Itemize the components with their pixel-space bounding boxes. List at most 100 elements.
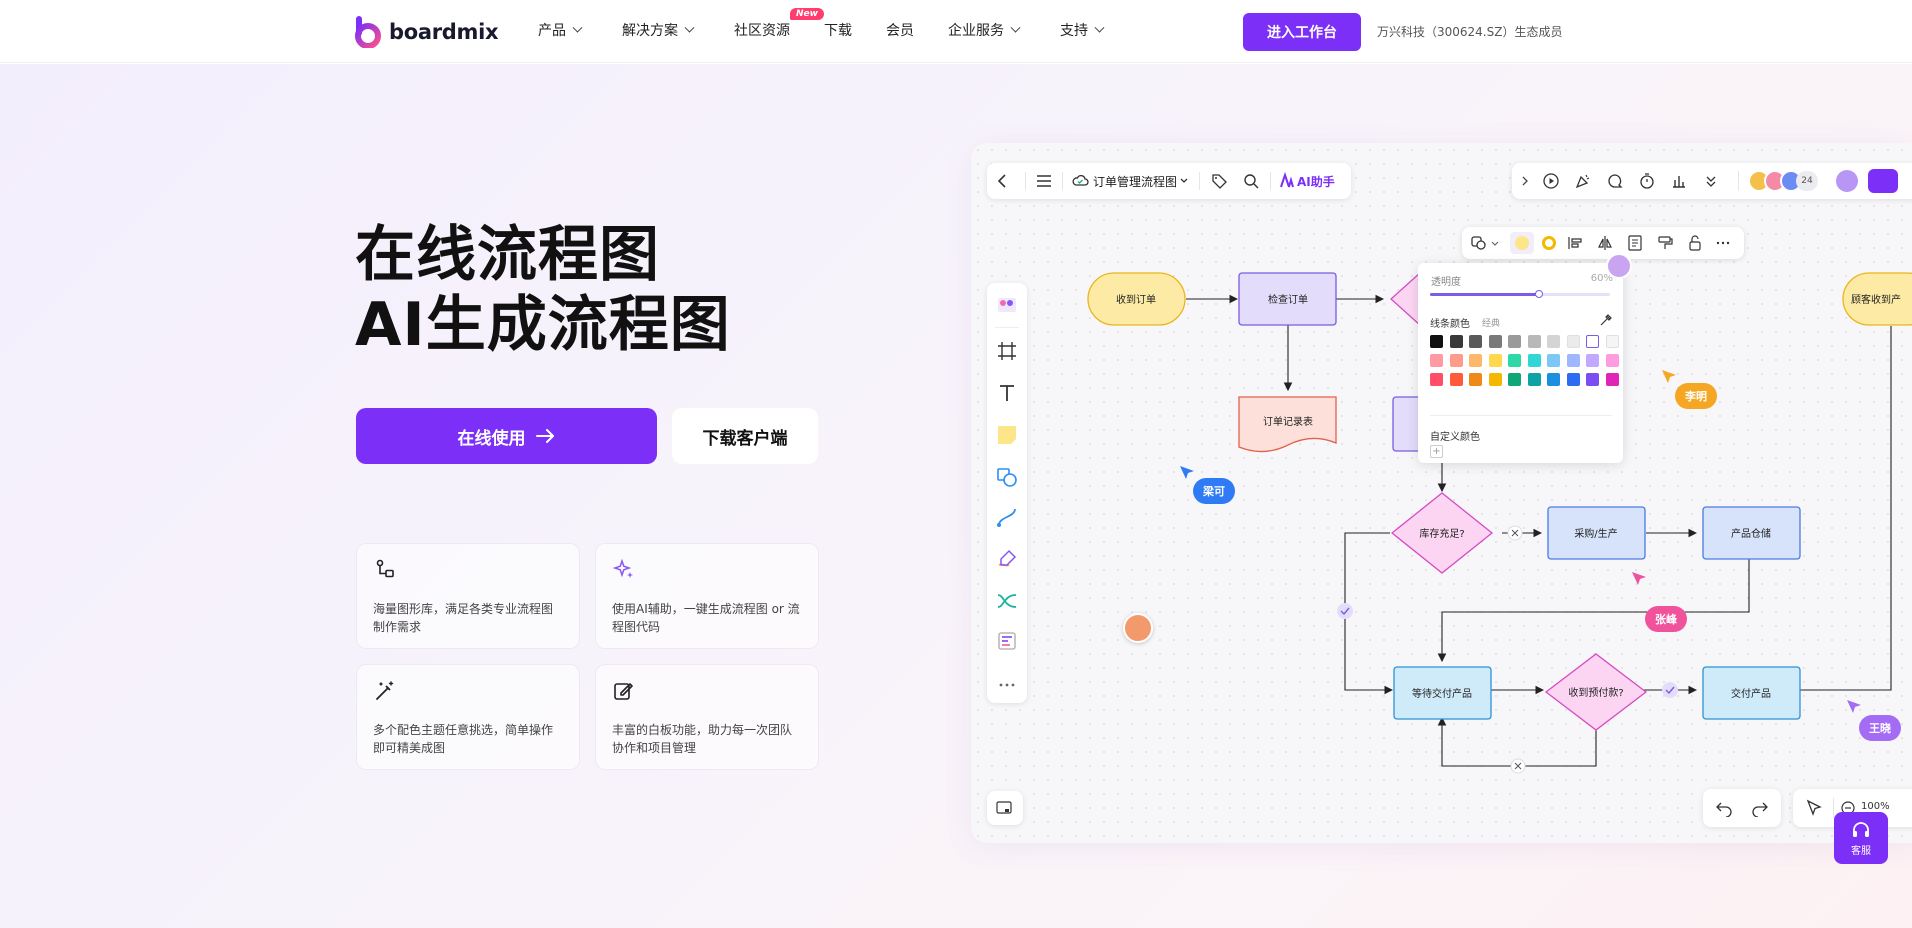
member-count-badge[interactable]: 24 [1796,171,1818,191]
opacity-slider-handle[interactable] [1535,290,1543,298]
avatar[interactable] [1123,613,1153,643]
text-icon[interactable] [995,381,1019,405]
color-swatch[interactable] [1586,354,1599,367]
color-swatch[interactable] [1508,335,1521,348]
color-swatch[interactable] [1508,373,1521,386]
flow-node-process[interactable] [1702,506,1801,560]
color-swatch[interactable] [1527,373,1541,386]
chevron-right-icon[interactable] [1518,163,1532,199]
select-cursor-icon[interactable] [1805,799,1823,817]
flow-node-decision[interactable] [1390,492,1494,574]
use-online-button[interactable]: 在线使用 [356,408,657,464]
search-icon[interactable] [1240,163,1262,199]
fill-color-button[interactable] [1510,232,1534,254]
shapes-icon[interactable] [995,465,1019,489]
enter-workspace-button[interactable]: 进入工作台 [1243,13,1361,51]
color-swatch[interactable] [1547,335,1560,348]
eyedropper-icon[interactable] [1599,313,1613,327]
play-icon[interactable] [1542,172,1560,190]
shape-switch-icon[interactable] [1470,234,1488,252]
logo[interactable]: boardmix [355,16,499,48]
color-swatch[interactable] [1430,335,1443,348]
download-client-button[interactable]: 下载客户端 [672,408,818,464]
more-tools-icon[interactable] [995,673,1019,697]
align-icon[interactable] [1566,234,1584,252]
minimap-button[interactable] [987,791,1023,825]
color-swatch[interactable] [1430,373,1443,386]
connector-icon[interactable] [995,505,1019,529]
table-icon[interactable] [995,629,1019,653]
document-title[interactable]: 订单管理流程图 [1093,174,1178,189]
comment-icon[interactable] [1606,172,1624,190]
chevron-down-icon[interactable] [1490,234,1500,252]
color-swatch[interactable] [1469,335,1482,348]
color-swatch[interactable] [1449,373,1463,386]
border-color-button[interactable] [1542,236,1556,250]
chevron-double-down-icon[interactable] [1702,172,1720,190]
color-swatch[interactable] [1605,335,1619,348]
avatar[interactable] [1606,253,1632,279]
format-painter-icon[interactable] [1656,234,1674,252]
lock-icon[interactable] [1686,234,1704,252]
flow-node-terminal[interactable] [1842,272,1912,326]
color-swatch[interactable] [1449,335,1463,348]
color-swatch[interactable] [1566,354,1580,367]
celebrate-icon[interactable] [1574,172,1592,190]
nav-item-membership[interactable]: 会员 [886,20,914,40]
color-swatch[interactable] [1547,354,1560,367]
flow-node-document[interactable] [1238,396,1337,453]
frame-icon[interactable] [995,339,1019,363]
color-swatch[interactable] [1469,354,1482,367]
menu-icon[interactable] [1034,163,1054,199]
color-swatch[interactable] [1508,354,1521,367]
ai-assistant-button[interactable]: AI助手 [1297,174,1335,189]
flow-node-process[interactable] [1547,506,1646,560]
pen-icon[interactable] [995,547,1019,571]
whiteboard-canvas[interactable]: 订单管理流程图 AI助手 24 [971,143,1912,843]
color-swatch[interactable] [1430,354,1443,367]
color-swatch[interactable] [1547,373,1560,386]
avatar[interactable] [1836,170,1858,192]
flip-icon[interactable] [1596,234,1614,252]
flowchart-diagram[interactable]: 收到订单 检查订单 订单记录表 库存充足? 采购/生产 产品仓储 等待交付产品 … [971,143,1912,843]
color-swatch[interactable] [1527,354,1541,367]
color-swatch[interactable] [1566,335,1580,348]
color-swatch[interactable] [1605,354,1619,367]
text-format-icon[interactable] [1626,234,1644,252]
mindmap-icon[interactable] [995,589,1019,613]
flow-node-decision[interactable] [1544,653,1648,731]
color-swatch[interactable] [1605,373,1619,386]
customer-service-button[interactable]: 客服 [1834,812,1888,864]
back-icon[interactable] [987,163,1017,199]
color-swatch[interactable] [1527,335,1541,348]
redo-icon[interactable] [1751,799,1769,817]
color-swatch[interactable] [1586,335,1599,348]
flow-node-terminal[interactable] [1087,272,1186,326]
vote-icon[interactable] [1670,172,1688,190]
more-icon[interactable] [1714,234,1732,252]
nav-item-download[interactable]: 下载 [824,20,852,40]
nav-item-solutions[interactable]: 解决方案 [622,20,695,40]
chevron-down-icon[interactable] [1177,163,1191,199]
color-swatch[interactable] [1488,373,1502,386]
flow-node-process[interactable] [1702,666,1801,720]
tag-icon[interactable] [1208,163,1230,199]
color-swatch[interactable] [1488,335,1502,348]
undo-icon[interactable] [1715,799,1733,817]
zoom-level[interactable]: 100% [1861,801,1890,812]
nav-item-product[interactable]: 产品 [538,20,583,40]
color-swatch[interactable] [1566,373,1580,386]
flow-node-process[interactable] [1393,666,1492,720]
color-swatch[interactable] [1469,373,1482,386]
sticky-note-icon[interactable] [995,423,1019,447]
nav-item-support[interactable]: 支持 [1060,20,1105,40]
add-custom-color-button[interactable]: + [1430,445,1443,458]
color-swatch[interactable] [1449,354,1463,367]
color-swatch[interactable] [1488,354,1502,367]
share-button[interactable] [1868,169,1898,193]
templates-icon[interactable] [995,293,1019,317]
color-swatch[interactable] [1586,373,1599,386]
timer-icon[interactable] [1638,172,1656,190]
flow-node-process[interactable] [1238,272,1337,326]
nav-item-enterprise[interactable]: 企业服务 [948,20,1021,40]
